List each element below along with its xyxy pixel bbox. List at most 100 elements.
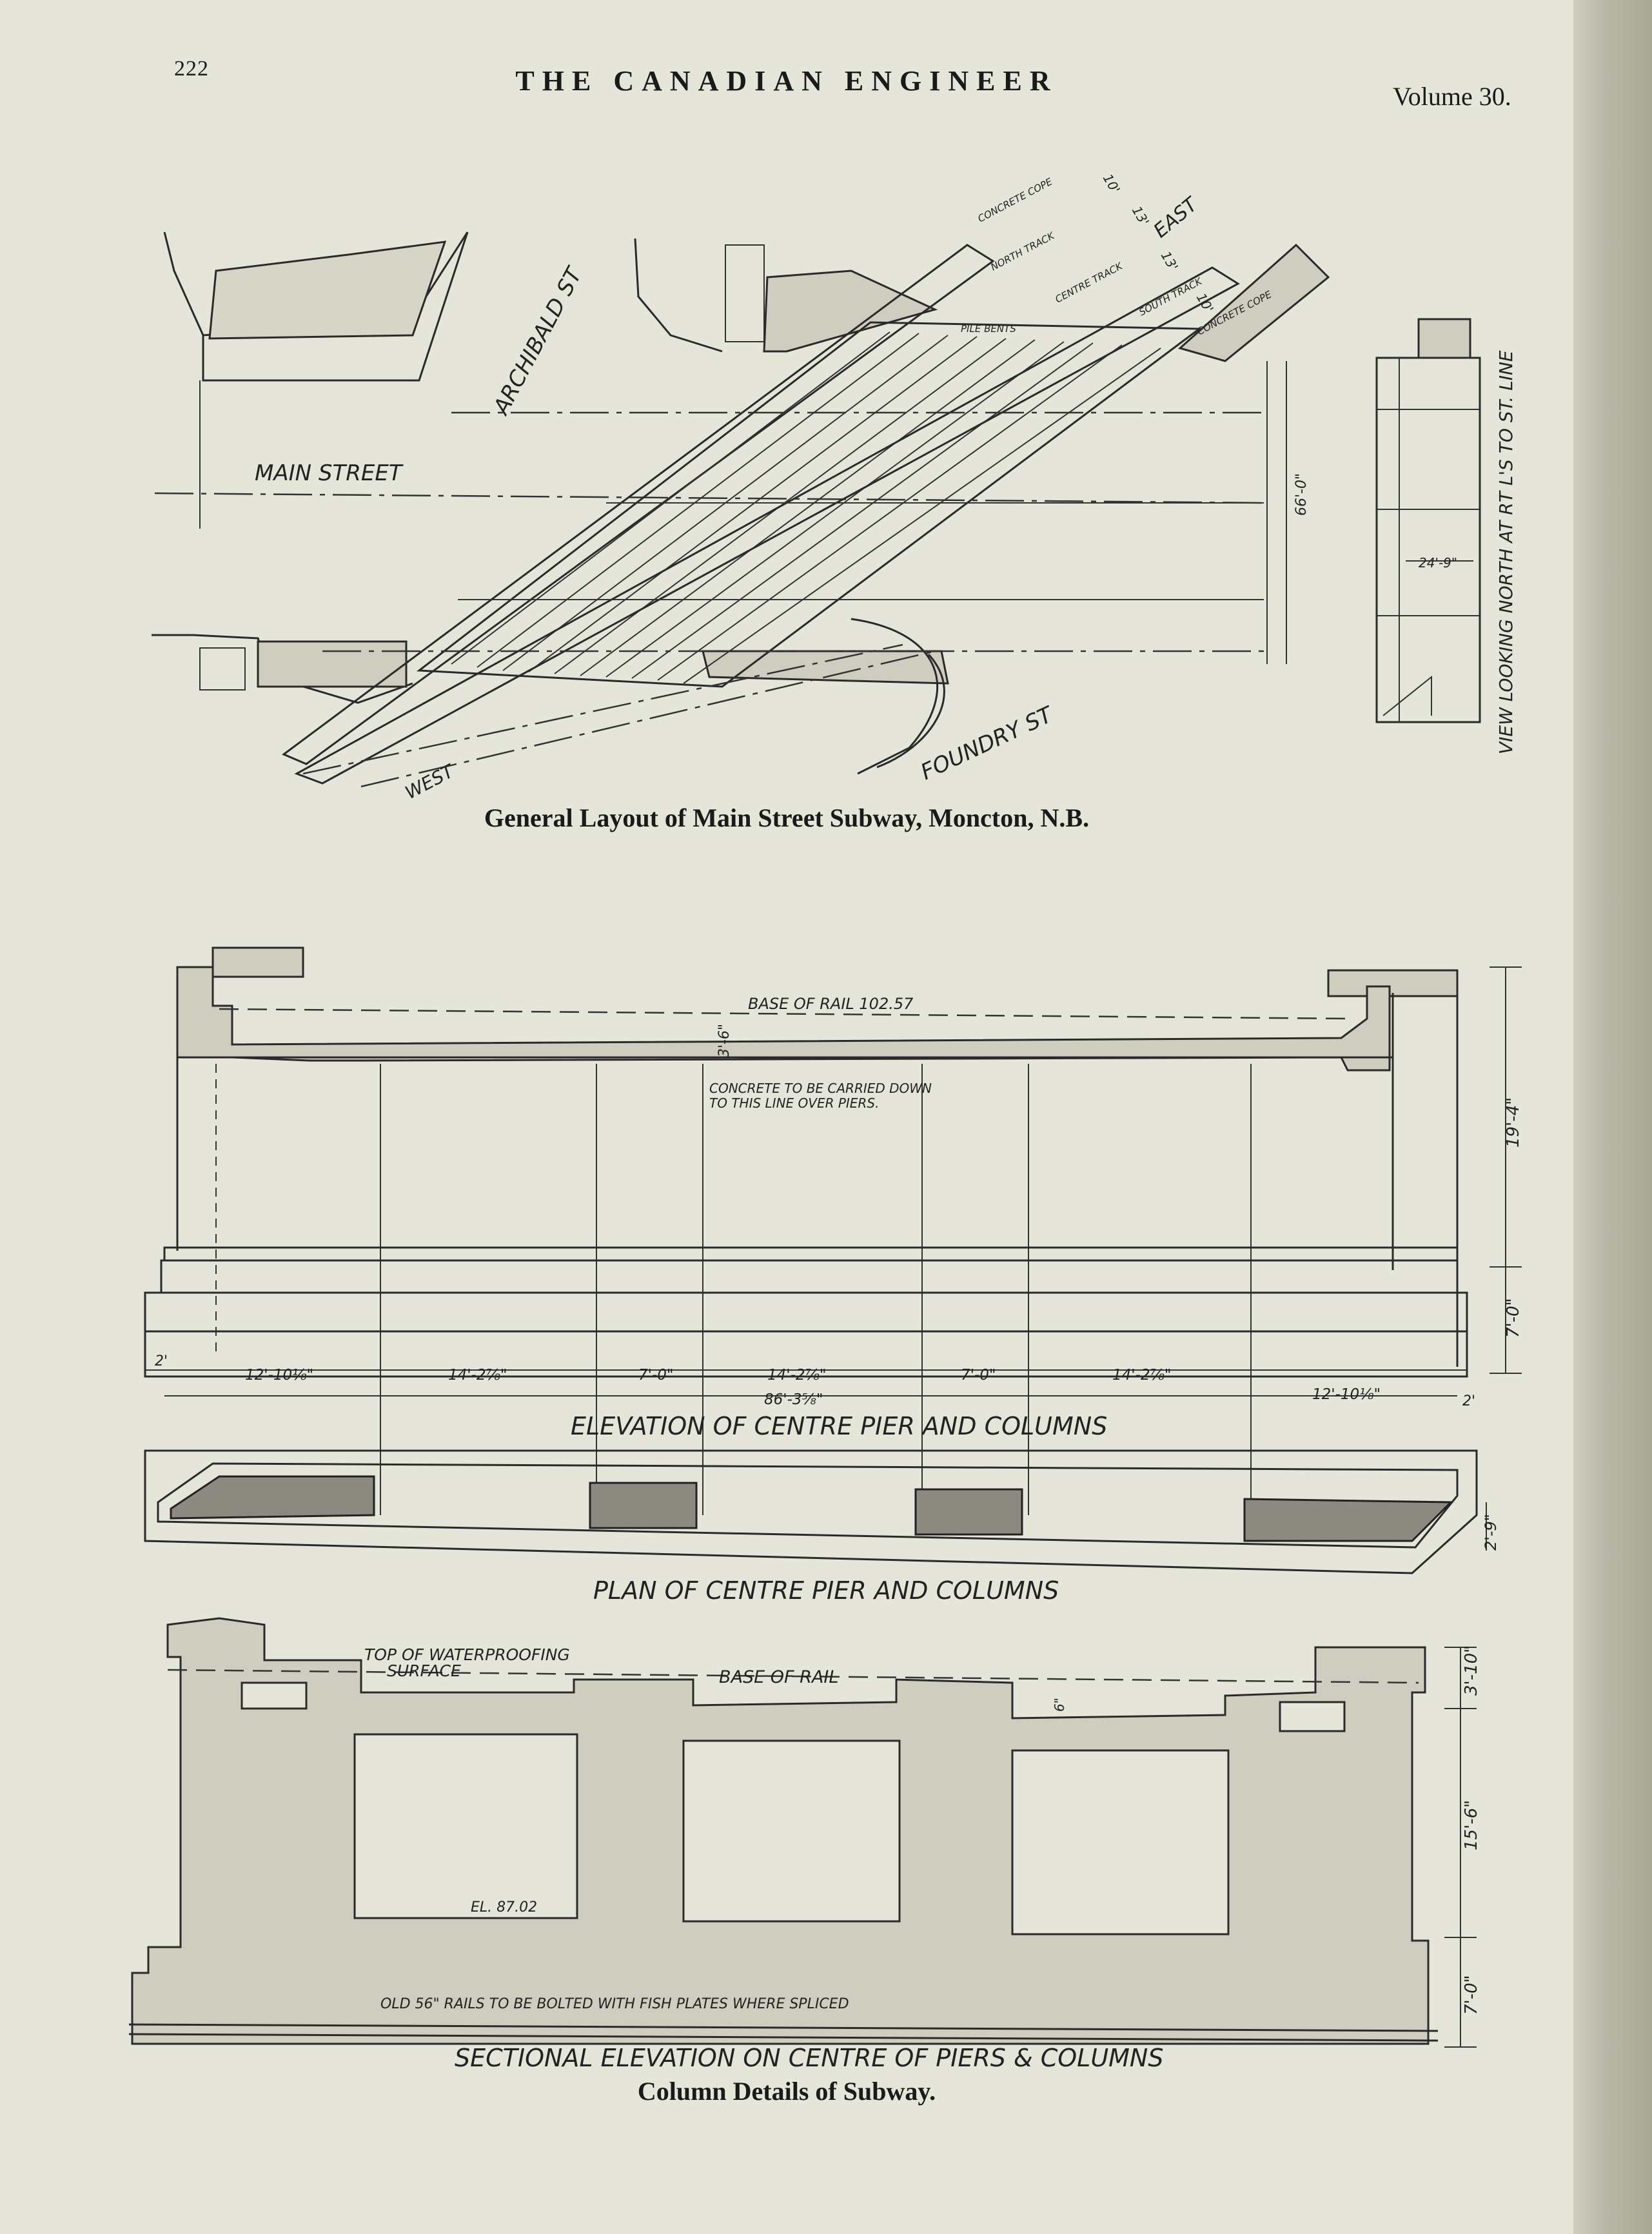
page-edge-shadow (1573, 0, 1652, 2234)
label-view-looking-north: VIEW LOOKING NORTH AT RT L'S TO ST. LINE (1495, 350, 1517, 754)
volume-label: Volume 30. (1393, 82, 1511, 111)
archibald-corner-base (202, 231, 469, 382)
figure-elevation: BASE OF RAIL 102.57 3'-6" CONCRETE TO BE… (144, 946, 1523, 1515)
label-foundry: FOUNDRY ST (917, 701, 1058, 785)
section-opening-2 (682, 1739, 901, 1923)
main-street-centreline (154, 492, 1264, 504)
figure-general-layout: 66'-0" MAIN STREET ARCHIBALD ST FOUNDRY … (152, 171, 1517, 803)
deck-north-edge (282, 244, 995, 765)
dim-10: 10' (1100, 171, 1123, 197)
base-of-rail-line (219, 1008, 1355, 1020)
west-dashed-1 (302, 643, 903, 775)
section-dim-6: 6" (1052, 1698, 1067, 1712)
section-rail-line-2 (128, 2033, 1439, 2042)
plan-column-4 (1243, 1498, 1453, 1542)
plan-column-3 (914, 1488, 1023, 1536)
section-base-of-rail (167, 1669, 1419, 1684)
lower-left-wall-fill (257, 640, 408, 688)
waterproofing-2: SURFACE (387, 1661, 461, 1680)
section-rails-note: OLD 56" RAILS TO BE BOLTED WITH FISH PLA… (380, 1996, 849, 2012)
span-dim-2: 14'-2⅞" (448, 1367, 507, 1384)
concrete-note-1: CONCRETE TO BE CARRIED DOWN (709, 1081, 932, 1096)
label-south-track: SOUTH TRACK (1137, 275, 1205, 318)
section-opening-3 (1011, 1749, 1230, 1935)
section-dim-7-0: 7'-0" (1462, 1975, 1481, 2015)
section-slot-left (241, 1681, 308, 1710)
plan-column-2 (589, 1482, 698, 1529)
elevation-title: ELEVATION OF CENTRE PIER AND COLUMNS (571, 1412, 1107, 1440)
side-view-drawing: 24'-9" VIEW LOOKING NORTH AT RT L'S TO S… (1375, 318, 1517, 754)
label-concrete-cope: CONCRETE COPE (976, 175, 1054, 224)
dim-2-right: 2' (1462, 1393, 1475, 1409)
section-title: SECTIONAL ELEVATION ON CENTRE OF PIERS &… (455, 2044, 1163, 2072)
side-view-brace (1382, 675, 1432, 716)
waterproofing-1: TOP OF WATERPROOFING (364, 1645, 570, 1664)
label-pile-bents: PILE BENTS (961, 323, 1016, 335)
dim-3-6: 3'-6" (716, 1024, 733, 1057)
dim-24-9: 24'-9" (1419, 555, 1457, 571)
footing-step-1 (163, 1246, 1459, 1262)
label-archibald: ARCHIBALD ST (488, 262, 588, 420)
label-base-of-rail: BASE OF RAIL 102.57 (748, 995, 914, 1013)
plan-inner-outline (157, 1462, 1459, 1549)
upper-steps (725, 244, 765, 342)
section-rail-line (128, 2023, 1439, 2032)
label-centre-track: CENTRE TRACK (1053, 260, 1125, 306)
deck-south-edge (294, 266, 1240, 785)
right-pier-cap (1327, 969, 1459, 997)
plan-dim-2-9: 2'-9" (1482, 1514, 1500, 1551)
label-north-track: NORTH TRACK (988, 230, 1057, 273)
plan-column-1 (170, 1475, 375, 1520)
label-west: WEST (402, 759, 458, 803)
left-pier-cap (211, 946, 304, 978)
section-dim-15-6: 15'-6" (1462, 1800, 1481, 1850)
dim-10b: 10' (1194, 291, 1217, 316)
page-number: 222 (174, 57, 209, 81)
dim-19-4: 19'-4" (1504, 1097, 1523, 1148)
section-slot-right (1279, 1701, 1346, 1732)
label-main-street: MAIN STREET (255, 460, 404, 486)
foundry-curve (851, 618, 939, 775)
top-beam (176, 966, 1391, 1072)
span-dim-3: 7'-0" (638, 1367, 673, 1384)
dim-66: 66'-0" (1293, 473, 1310, 516)
span-dim-4: 14'-2⅞" (767, 1367, 826, 1384)
figure-section: TOP OF WATERPROOFING SURFACE BASE OF RAI… (128, 1617, 1481, 2072)
footing-step-4 (144, 1330, 1468, 1378)
lower-left-steps (199, 647, 246, 691)
concrete-note-2: TO THIS LINE OVER PIERS. (709, 1095, 879, 1111)
section-base-of-rail-label: BASE OF RAIL (719, 1667, 838, 1687)
footing-step-3 (144, 1291, 1468, 1333)
section-dim-3-10: 3'-10" (1462, 1645, 1481, 1696)
plan-outline (144, 1449, 1478, 1574)
upper-wall-curve (634, 238, 723, 353)
span-dim-5: 7'-0" (961, 1367, 996, 1384)
dim-7-0: 7'-0" (1504, 1298, 1523, 1338)
plan-title: PLAN OF CENTRE PIER AND COLUMNS (593, 1576, 1059, 1605)
dim-13a: 13' (1129, 204, 1152, 229)
figure1-caption: General Layout of Main Street Subway, Mo… (484, 803, 1090, 832)
side-view-frame (1375, 357, 1481, 723)
span-dim-1: 12'-10⅛" (245, 1367, 313, 1384)
right-wall-fill (1177, 243, 1330, 362)
section-el: EL. 87.02 (471, 1899, 537, 1916)
section-opening-1 (353, 1733, 578, 1919)
side-view-top (1417, 318, 1471, 359)
total-dim: 86'-3⅝" (764, 1391, 823, 1408)
span-dim-7: 12'-10⅛" (1312, 1386, 1381, 1403)
foundry-curve-inner (876, 653, 945, 769)
figure2-caption: Column Details of Subway. (637, 2077, 936, 2106)
archibald-fill (208, 240, 447, 340)
deck-outline (416, 321, 1203, 688)
track-rails (477, 333, 1161, 684)
footing-step-2 (160, 1259, 1459, 1294)
figure-plan: 2'-9" PLAN OF CENTRE PIER AND COLUMNS (144, 1449, 1500, 1605)
track-lines (451, 331, 1123, 681)
span-dim-6: 14'-2⅞" (1112, 1367, 1171, 1384)
journal-title: THE CANADIAN ENGINEER (515, 65, 1058, 97)
label-east: EAST (1150, 192, 1203, 242)
west-dashed-2 (360, 650, 936, 788)
dim-2-left: 2' (155, 1353, 168, 1369)
dim-13b: 13' (1158, 249, 1181, 274)
